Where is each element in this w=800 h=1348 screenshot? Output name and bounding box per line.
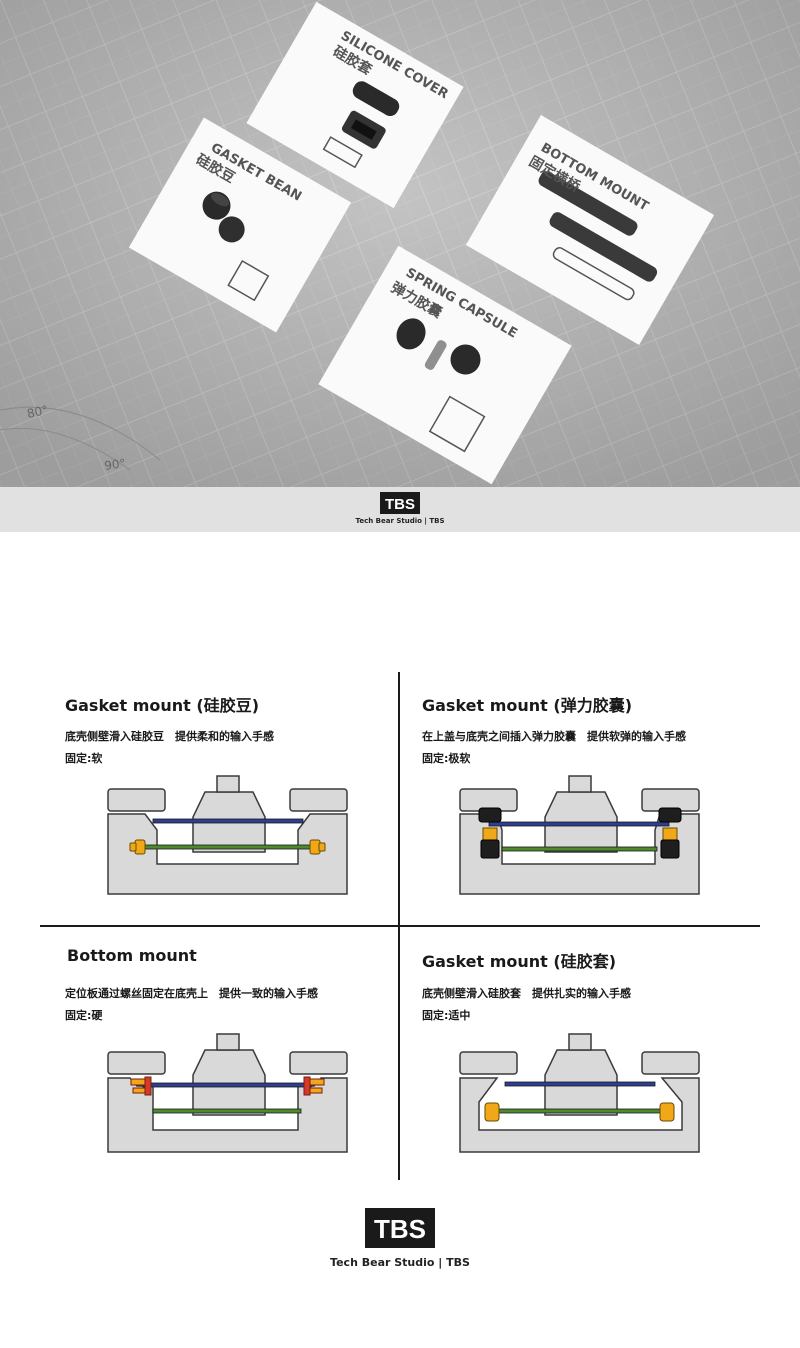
horizontal-divider: [40, 925, 760, 927]
diagram-gasket-bean: [107, 775, 348, 895]
spring-capsule-left-icon: [478, 807, 502, 859]
strip-caption: Tech Bear Studio | TBS: [355, 517, 445, 525]
panel-fix-silicone-cover: 固定:适中: [422, 1009, 471, 1022]
panel-fix-spring-capsule: 固定:极软: [422, 752, 471, 765]
logo-text-large: TBS: [374, 1214, 426, 1244]
diagram-spring-capsule: [459, 775, 700, 895]
tbs-logo-large-icon: TBS: [365, 1208, 435, 1248]
silicone-cover-left-icon: [484, 1102, 500, 1122]
panel-title-silicone-cover: Gasket mount (硅胶套): [422, 952, 617, 971]
panel-desc-silicone-cover: 底壳侧壁滑入硅胶套 提供扎实的输入手感: [422, 987, 631, 1000]
logo-text-small: TBS: [385, 496, 415, 513]
tbs-logo-icon: TBS: [380, 492, 420, 514]
mat-label-90: 90°: [103, 456, 126, 473]
silicone-cover-right-icon: [659, 1102, 675, 1122]
diagram-bottom-mount: [107, 1033, 348, 1153]
card-spring-capsule: [318, 245, 572, 485]
card-bottom-mount: [465, 115, 715, 345]
bottom-mount-left-icon: [130, 1076, 152, 1096]
panel-desc-gasket-bean: 底壳侧壁滑入硅胶豆 提供柔和的输入手感: [65, 730, 274, 743]
panel-title-spring-capsule: Gasket mount (弹力胶囊): [422, 696, 633, 715]
card-gasket-bean: [128, 117, 352, 333]
panel-title-bottom-mount: Bottom mount: [67, 946, 197, 965]
bottom-mount-right-icon: [303, 1076, 325, 1096]
panel-fix-gasket-bean: 固定:软: [65, 752, 103, 765]
gasket-bean-left-icon: [129, 839, 146, 855]
spring-capsule-right-icon: [658, 807, 682, 859]
product-photo: SILICONE COVER 硅胶套 GASKET BEAN 硅胶豆 BOTTO…: [0, 0, 800, 487]
card-silicone-cover: [246, 1, 464, 209]
panel-fix-bottom-mount: 固定:硬: [65, 1009, 103, 1022]
diagram-silicone-cover: [459, 1033, 700, 1153]
footer-caption: Tech Bear Studio | TBS: [330, 1256, 470, 1269]
brand-strip: TBS Tech Bear Studio | TBS: [0, 487, 800, 532]
mat-label-80: 80°: [26, 403, 50, 421]
gasket-bean-right-icon: [309, 839, 326, 855]
panel-desc-bottom-mount: 定位板通过螺丝固定在底壳上 提供一致的输入手感: [65, 987, 318, 1000]
panel-title-gasket-bean: Gasket mount (硅胶豆): [65, 696, 260, 715]
panel-desc-spring-capsule: 在上盖与底壳之间插入弹力胶囊 提供软弹的输入手感: [422, 730, 686, 743]
